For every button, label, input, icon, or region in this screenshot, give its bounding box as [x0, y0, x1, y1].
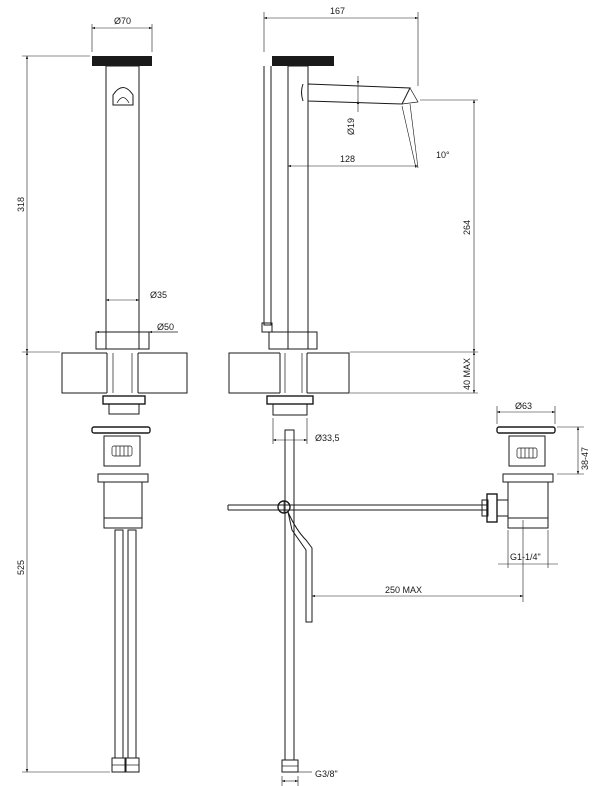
- side-body: [287, 65, 309, 350]
- side-countertop: [228, 352, 350, 394]
- dim-w128: 128: [340, 154, 355, 164]
- front-hose-left: [114, 529, 124, 759]
- dim-h38-47: 38-47: [580, 447, 590, 470]
- front-base-flange: [95, 331, 150, 350]
- dim-d63: Ø63: [515, 401, 532, 411]
- front-drain: [91, 426, 151, 529]
- drain-cap: [496, 426, 556, 434]
- front-nut: [102, 395, 146, 405]
- front-view: Ø70 318 Ø35 Ø50 525: [16, 16, 188, 773]
- dim-h525: 525: [16, 560, 26, 575]
- dim-d35: Ø35: [150, 290, 167, 300]
- dim-h318: 318: [16, 197, 26, 212]
- dim-d50: Ø50: [157, 322, 174, 332]
- dim-h264: 264: [462, 220, 472, 235]
- dim-g1-1-4: G1-1/4": [510, 552, 541, 562]
- side-lever: [263, 66, 272, 326]
- side-hose: [284, 429, 295, 761]
- dim-angle10: 10°: [436, 150, 450, 160]
- side-nut: [266, 395, 314, 405]
- dim-d19: Ø19: [346, 118, 356, 135]
- front-spout-outlet: [112, 87, 134, 106]
- side-handle: [272, 56, 334, 66]
- dim-w167: 167: [330, 6, 345, 16]
- front-handle: [92, 56, 152, 66]
- dim-d70: Ø70: [114, 16, 131, 26]
- front-hose-right: [127, 529, 137, 759]
- dim-d33-5: Ø33,5: [315, 433, 340, 443]
- side-view: 167 Ø19 128 10° 264 40 MAX Ø33,5 250 MAX: [227, 6, 524, 786]
- side-spout: [307, 83, 411, 105]
- front-countertop: [61, 352, 188, 394]
- dim-g3-8: G3/8": [315, 769, 338, 779]
- drain-pivot-nut: [486, 493, 498, 523]
- side-base-flange: [268, 331, 318, 350]
- drain-detail: Ø63 38-47 G1-1/4": [481, 401, 590, 568]
- drain-body: [502, 473, 554, 483]
- dim-h40max: 40 MAX: [462, 358, 472, 390]
- front-body: [105, 65, 140, 350]
- dim-w250max: 250 MAX: [385, 585, 422, 595]
